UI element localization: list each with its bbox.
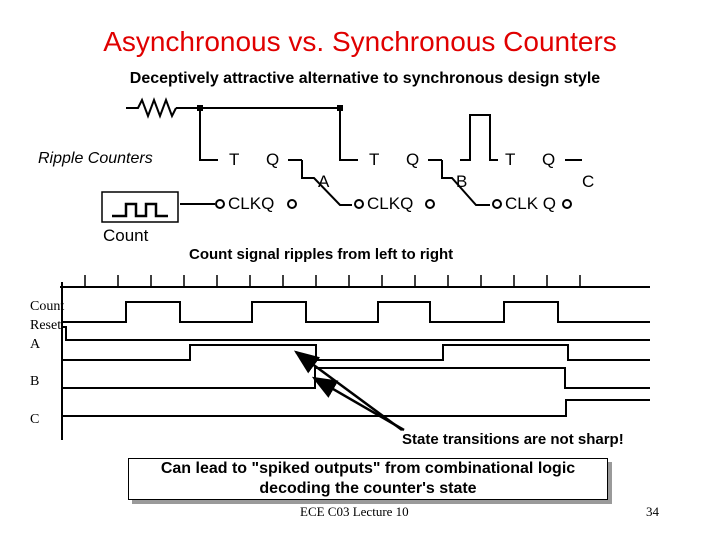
ff3-output-label: C [582, 172, 595, 191]
transition-arrow-b [311, 376, 405, 432]
ripple-note: Count signal ripples from left to right [189, 246, 454, 263]
ff3-clk-label: CLK Q [505, 194, 557, 213]
signal-label-c: C [30, 412, 40, 427]
ff2-output-label: B [456, 172, 468, 191]
b-waveform [62, 367, 650, 389]
count-waveform [62, 301, 650, 323]
signal-label-reset: Reset [30, 318, 62, 333]
ff1-q-label: Q [266, 150, 280, 169]
ff1-clk-bubble [215, 199, 225, 209]
pullup-resistor [126, 97, 177, 119]
signal-label-b: B [30, 374, 40, 389]
ff3-t-label: T [505, 150, 516, 169]
ripple-counters-label: Ripple Counters [38, 150, 153, 167]
ff2-q-label: Q [406, 150, 420, 169]
ff3-clk-bubble [492, 199, 502, 209]
a-waveform [62, 344, 650, 361]
slide-title: Asynchronous vs. Synchronous Counters [103, 26, 617, 57]
slide-footer: ECE C03 Lecture 10 [300, 504, 409, 519]
ff1-output-label: A [318, 172, 330, 191]
ff1-clk-label: CLKQ [228, 194, 275, 213]
signal-label-count: Count [30, 299, 65, 314]
clock-generator [101, 191, 179, 223]
ff1-t-label: T [229, 150, 240, 169]
ff3-q-label: Q [542, 150, 556, 169]
ff2-t-label: T [369, 150, 380, 169]
c-waveform [62, 399, 650, 417]
ff2-clk-bubble [354, 199, 364, 209]
transition-arrow-a [293, 350, 403, 432]
spike-note-box: Can lead to "spiked outputs" from combin… [128, 458, 608, 500]
ff2-clk-label: CLKQ [367, 194, 414, 213]
slide-subtitle: Deceptively attractive alternative to sy… [129, 70, 601, 87]
reset-waveform [62, 326, 650, 341]
page-number: 34 [646, 504, 659, 519]
transition-note: State transitions are not sharp! [402, 431, 624, 448]
signal-label-a: A [30, 337, 41, 352]
count-label: Count [103, 226, 149, 245]
